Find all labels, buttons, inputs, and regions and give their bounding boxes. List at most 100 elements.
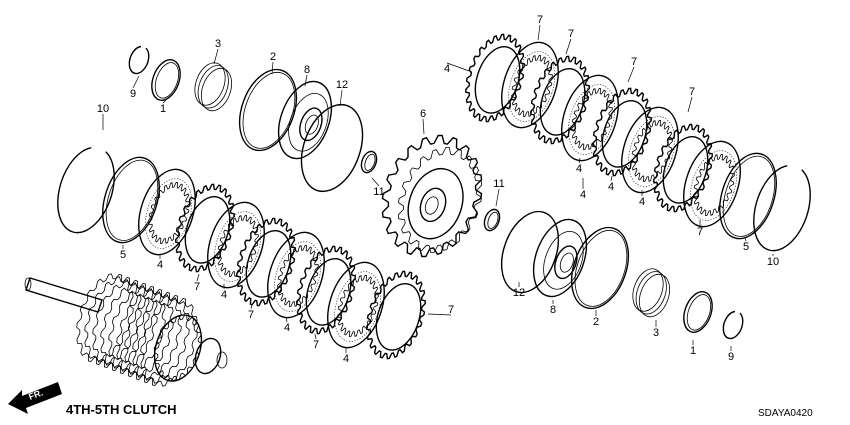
clutch-disc-right-3-friction bbox=[568, 84, 616, 155]
clutch-drum-6 bbox=[381, 134, 483, 258]
end-plate-5-right-inner bbox=[722, 155, 776, 237]
thrust-washer-1-right-inner bbox=[686, 294, 712, 331]
callout-label: 4 bbox=[157, 259, 163, 271]
piston-8-left-hub bbox=[299, 107, 323, 142]
snap-ring-10-left bbox=[57, 147, 115, 234]
spring-3-left-coil-1 bbox=[197, 65, 229, 109]
spring-3-right-coil-0 bbox=[632, 268, 664, 312]
clutch-disc-left-4-friction bbox=[274, 241, 322, 312]
clutch-plate-left-5-bore bbox=[305, 258, 352, 326]
parts-layer bbox=[24, 33, 811, 387]
callout-label: 11 bbox=[493, 178, 504, 190]
callout-label: 1 bbox=[690, 345, 696, 357]
end-plate-5-left-outer bbox=[102, 156, 160, 244]
spring-3-left-coil-2 bbox=[200, 67, 233, 112]
callout-label: 4 bbox=[284, 322, 290, 334]
clutch-disc-left-6-friction bbox=[334, 271, 382, 342]
clutch-plate-right-4-bore bbox=[601, 100, 648, 168]
clutch-disc-right-1-outer bbox=[501, 41, 559, 129]
callout-leader bbox=[537, 24, 541, 41]
piston-8-left-outer bbox=[277, 80, 333, 160]
callout-label: 11 bbox=[373, 186, 384, 198]
piston-8-right-bore bbox=[559, 252, 574, 273]
callout-leader bbox=[162, 99, 167, 104]
clutch-disc-left-0-inner-teeth bbox=[148, 181, 190, 245]
piston-8-right-hub bbox=[554, 245, 578, 280]
clutch-plate-right-6-bore bbox=[662, 136, 709, 204]
direction-badge: FR. bbox=[27, 388, 44, 402]
clutch-assembly-gear-teeth bbox=[154, 314, 202, 382]
callout-label: 5 bbox=[120, 249, 126, 261]
clutch-plate-right-4 bbox=[592, 87, 652, 177]
callout-leader bbox=[285, 316, 288, 323]
o-ring-2-right bbox=[570, 226, 630, 310]
callout-leader bbox=[610, 175, 613, 182]
callout-leader bbox=[304, 74, 308, 87]
clutch-drum-6-bore bbox=[424, 196, 439, 215]
clutch-disc-right-3 bbox=[561, 74, 619, 162]
clutch-plate-right-2 bbox=[530, 55, 590, 145]
diagram-code: SDAYA0420 bbox=[758, 408, 813, 419]
clutch-disc-right-7-friction bbox=[690, 150, 738, 221]
o-ring-11-right-inner bbox=[487, 211, 499, 229]
thrust-washer-1-left bbox=[151, 59, 181, 101]
callout-leader bbox=[446, 62, 473, 73]
clutch-disc-left-4-outer bbox=[267, 231, 325, 319]
clutch-disc-right-3-outer bbox=[561, 74, 619, 162]
clutch-drum-6-hub bbox=[419, 187, 447, 223]
clutch-disc-left-2-outer bbox=[207, 201, 265, 289]
callout-label: 7 bbox=[631, 56, 637, 68]
callout-label: 7 bbox=[313, 339, 319, 351]
callout-leader bbox=[271, 61, 274, 75]
spring-3-left-coil-0 bbox=[194, 62, 226, 106]
o-ring-12-right-outer bbox=[500, 210, 560, 294]
clutch-drum-6-rear-splines bbox=[397, 147, 483, 253]
callout-leader bbox=[339, 89, 343, 107]
thrust-washer-1-left-outer bbox=[151, 59, 181, 101]
clutch-assembly-output bbox=[194, 337, 222, 375]
clutch-plate-right-6 bbox=[653, 123, 713, 213]
end-plate-5-left bbox=[102, 156, 160, 244]
callout-label: 9 bbox=[130, 88, 136, 100]
clutch-plate-right-2-bore bbox=[539, 68, 586, 136]
o-ring-12-left bbox=[300, 103, 364, 193]
clutch-drum-6-outer-splines bbox=[381, 134, 483, 258]
clutch-plate-left-3-bore bbox=[245, 230, 292, 298]
leader-lines bbox=[102, 24, 774, 353]
callout-leader bbox=[495, 188, 500, 207]
o-ring-11-right-outer bbox=[483, 208, 501, 232]
clutch-disc-left-4-inner-teeth bbox=[277, 244, 319, 308]
clutch-disc-left-0-outer bbox=[138, 168, 196, 256]
front-arrow-icon: FR. bbox=[8, 382, 62, 414]
clutch-disc-right-1-friction bbox=[508, 51, 556, 122]
callout-label: 10 bbox=[767, 256, 779, 268]
piston-8-left bbox=[277, 80, 333, 160]
clutch-plate-right-0-outer-teeth bbox=[465, 33, 525, 123]
callout-label: 7 bbox=[537, 14, 543, 26]
spring-3-right bbox=[632, 268, 671, 318]
callout-label: 8 bbox=[550, 304, 556, 316]
clutch-assembly-pack-0 bbox=[76, 273, 134, 363]
piston-8-right bbox=[532, 218, 588, 298]
clutch-disc-left-6 bbox=[327, 261, 385, 349]
clutch-disc-left-4 bbox=[267, 231, 325, 319]
callout-label: 3 bbox=[653, 327, 659, 339]
callout-leader bbox=[578, 157, 581, 164]
thrust-washer-1-left-inner bbox=[154, 62, 180, 99]
o-ring-12-left-outer bbox=[300, 103, 364, 193]
piston-8-right-outer bbox=[532, 218, 588, 298]
spring-3-right-coil-2 bbox=[638, 273, 671, 318]
thrust-washer-1-right bbox=[683, 291, 713, 333]
o-ring-11-left bbox=[360, 150, 378, 174]
clutch-plate-left-1-bore bbox=[184, 196, 231, 264]
callout-label: 7 bbox=[248, 309, 254, 321]
clutch-plate-right-6-outer-teeth bbox=[653, 123, 713, 213]
clutch-plate-left-1-outer-teeth bbox=[175, 183, 235, 273]
snap-ring-9-left bbox=[128, 45, 150, 75]
callout-leader bbox=[132, 75, 140, 89]
o-ring-11-right bbox=[483, 208, 501, 232]
clutch-assembly-pack-5 bbox=[116, 288, 174, 378]
callout-leader bbox=[627, 66, 635, 83]
callout-label: 4 bbox=[343, 353, 349, 365]
callout-label: 1 bbox=[160, 103, 166, 115]
